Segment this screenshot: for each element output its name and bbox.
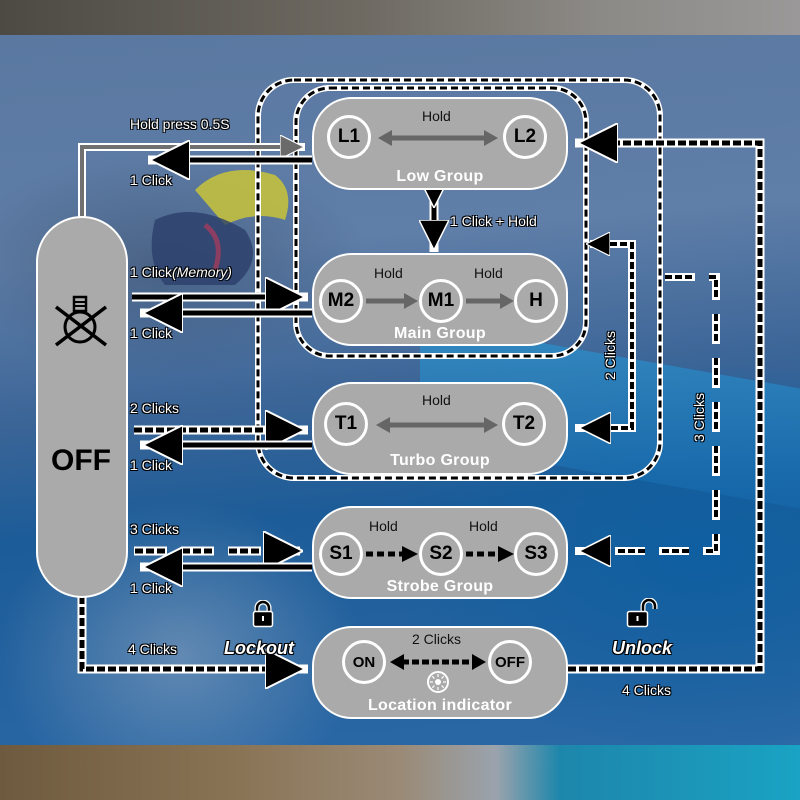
main-group-block: M2 M1 H Hold Hold Main Group [312,253,568,346]
group-title-main: Main Group [394,325,486,342]
strobe-in-label: 3 Clicks [130,521,180,537]
turbo-in-label: 2 Clicks [130,400,180,416]
mode-node-t1: T1 [324,402,368,446]
mode-node-s3: S3 [514,532,558,576]
lockout-clicks-label: 4 Clicks [128,641,178,657]
memory-note: (Memory) [172,264,232,280]
memory-clicks: 1 Click [130,264,173,280]
mode-node-h: H [514,279,558,323]
mode-node-m1: M1 [419,279,463,323]
lockout-label: Lockout [224,638,294,658]
mode-node-on: ON [342,640,386,684]
unlock-to-low-arrow [568,143,765,674]
low-group-block: L1 L2 Hold Low Group [312,97,568,190]
unlock-label: Unlock [612,638,673,658]
group-title-low: Low Group [396,168,484,185]
toggle-dashed-arrow-icon [390,654,486,670]
strobe-back-label: 1 Click [130,580,173,596]
mode-node-t2: T2 [502,402,546,446]
three-clicks-loop-to-strobe [575,273,720,551]
turbo-group-block: T1 T2 Hold Turbo Group [312,382,568,475]
hold-bidirectional-arrow-icon [378,130,498,146]
two-clicks-label: 2 Clicks [412,631,462,647]
top-photo-band [0,0,800,35]
four-clicks-lockout-arrow [77,596,308,669]
off-label: OFF [51,444,111,477]
bottom-photo-band [0,745,800,800]
two-clicks-right-label: 2 Clicks [602,330,618,380]
hold-press-label: Hold press 0.5S [130,116,230,132]
three-clicks-right-label: 3 Clicks [691,392,707,442]
lock-open-icon [626,598,658,628]
memory-label: 1 Click(Memory) [130,264,232,280]
hold-bidirectional-arrow-icon [376,417,498,433]
hold-arrow-icon [366,293,418,309]
mode-node-off: OFF [488,640,532,684]
hold-label: Hold [422,392,451,408]
low-back-label: 1 Click [130,172,173,188]
sun-indicator-icon [427,671,449,693]
hold-dashed-arrow-icon [366,546,418,562]
outer-dashed-enclosure [255,77,663,481]
lock-closed-icon [252,600,274,628]
unlock-clicks-label: 4 Clicks [622,682,672,698]
hold-label: Hold [374,265,403,281]
mode-node-m2: M2 [319,279,363,323]
mode-node-l1: L1 [327,115,371,159]
turbo-back-label: 1 Click [130,457,173,473]
inner-dashed-enclosure [293,85,589,359]
group-title-location: Location indicator [367,697,513,714]
hold-arrow-icon [466,293,514,309]
main-back-label: 1 Click [130,325,173,341]
group-title-strobe: Strobe Group [386,578,494,595]
hold-label: Hold [469,518,498,534]
group-title-turbo: Turbo Group [390,452,490,469]
hold-label: Hold [369,518,398,534]
mode-node-l2: L2 [503,115,547,159]
low-main-switch-label: 1 Click + Hold [450,213,537,229]
hold-press-arrow [78,147,305,218]
hold-label: Hold [474,265,503,281]
caver-figure [151,170,289,285]
hold-dashed-arrow-icon [466,546,514,562]
location-indicator-block: ON OFF 2 Clicks Location indicator [312,626,568,719]
off-state-block [36,216,128,598]
bulb-off-icon [54,295,108,347]
two-clicks-loop-to-turbo [575,244,636,428]
strobe-group-block: S1 S2 S3 Hold Hold Strobe Group [312,506,568,599]
mode-node-s1: S1 [319,532,363,576]
mode-node-s2: S2 [419,532,463,576]
hold-label: Hold [422,108,451,124]
